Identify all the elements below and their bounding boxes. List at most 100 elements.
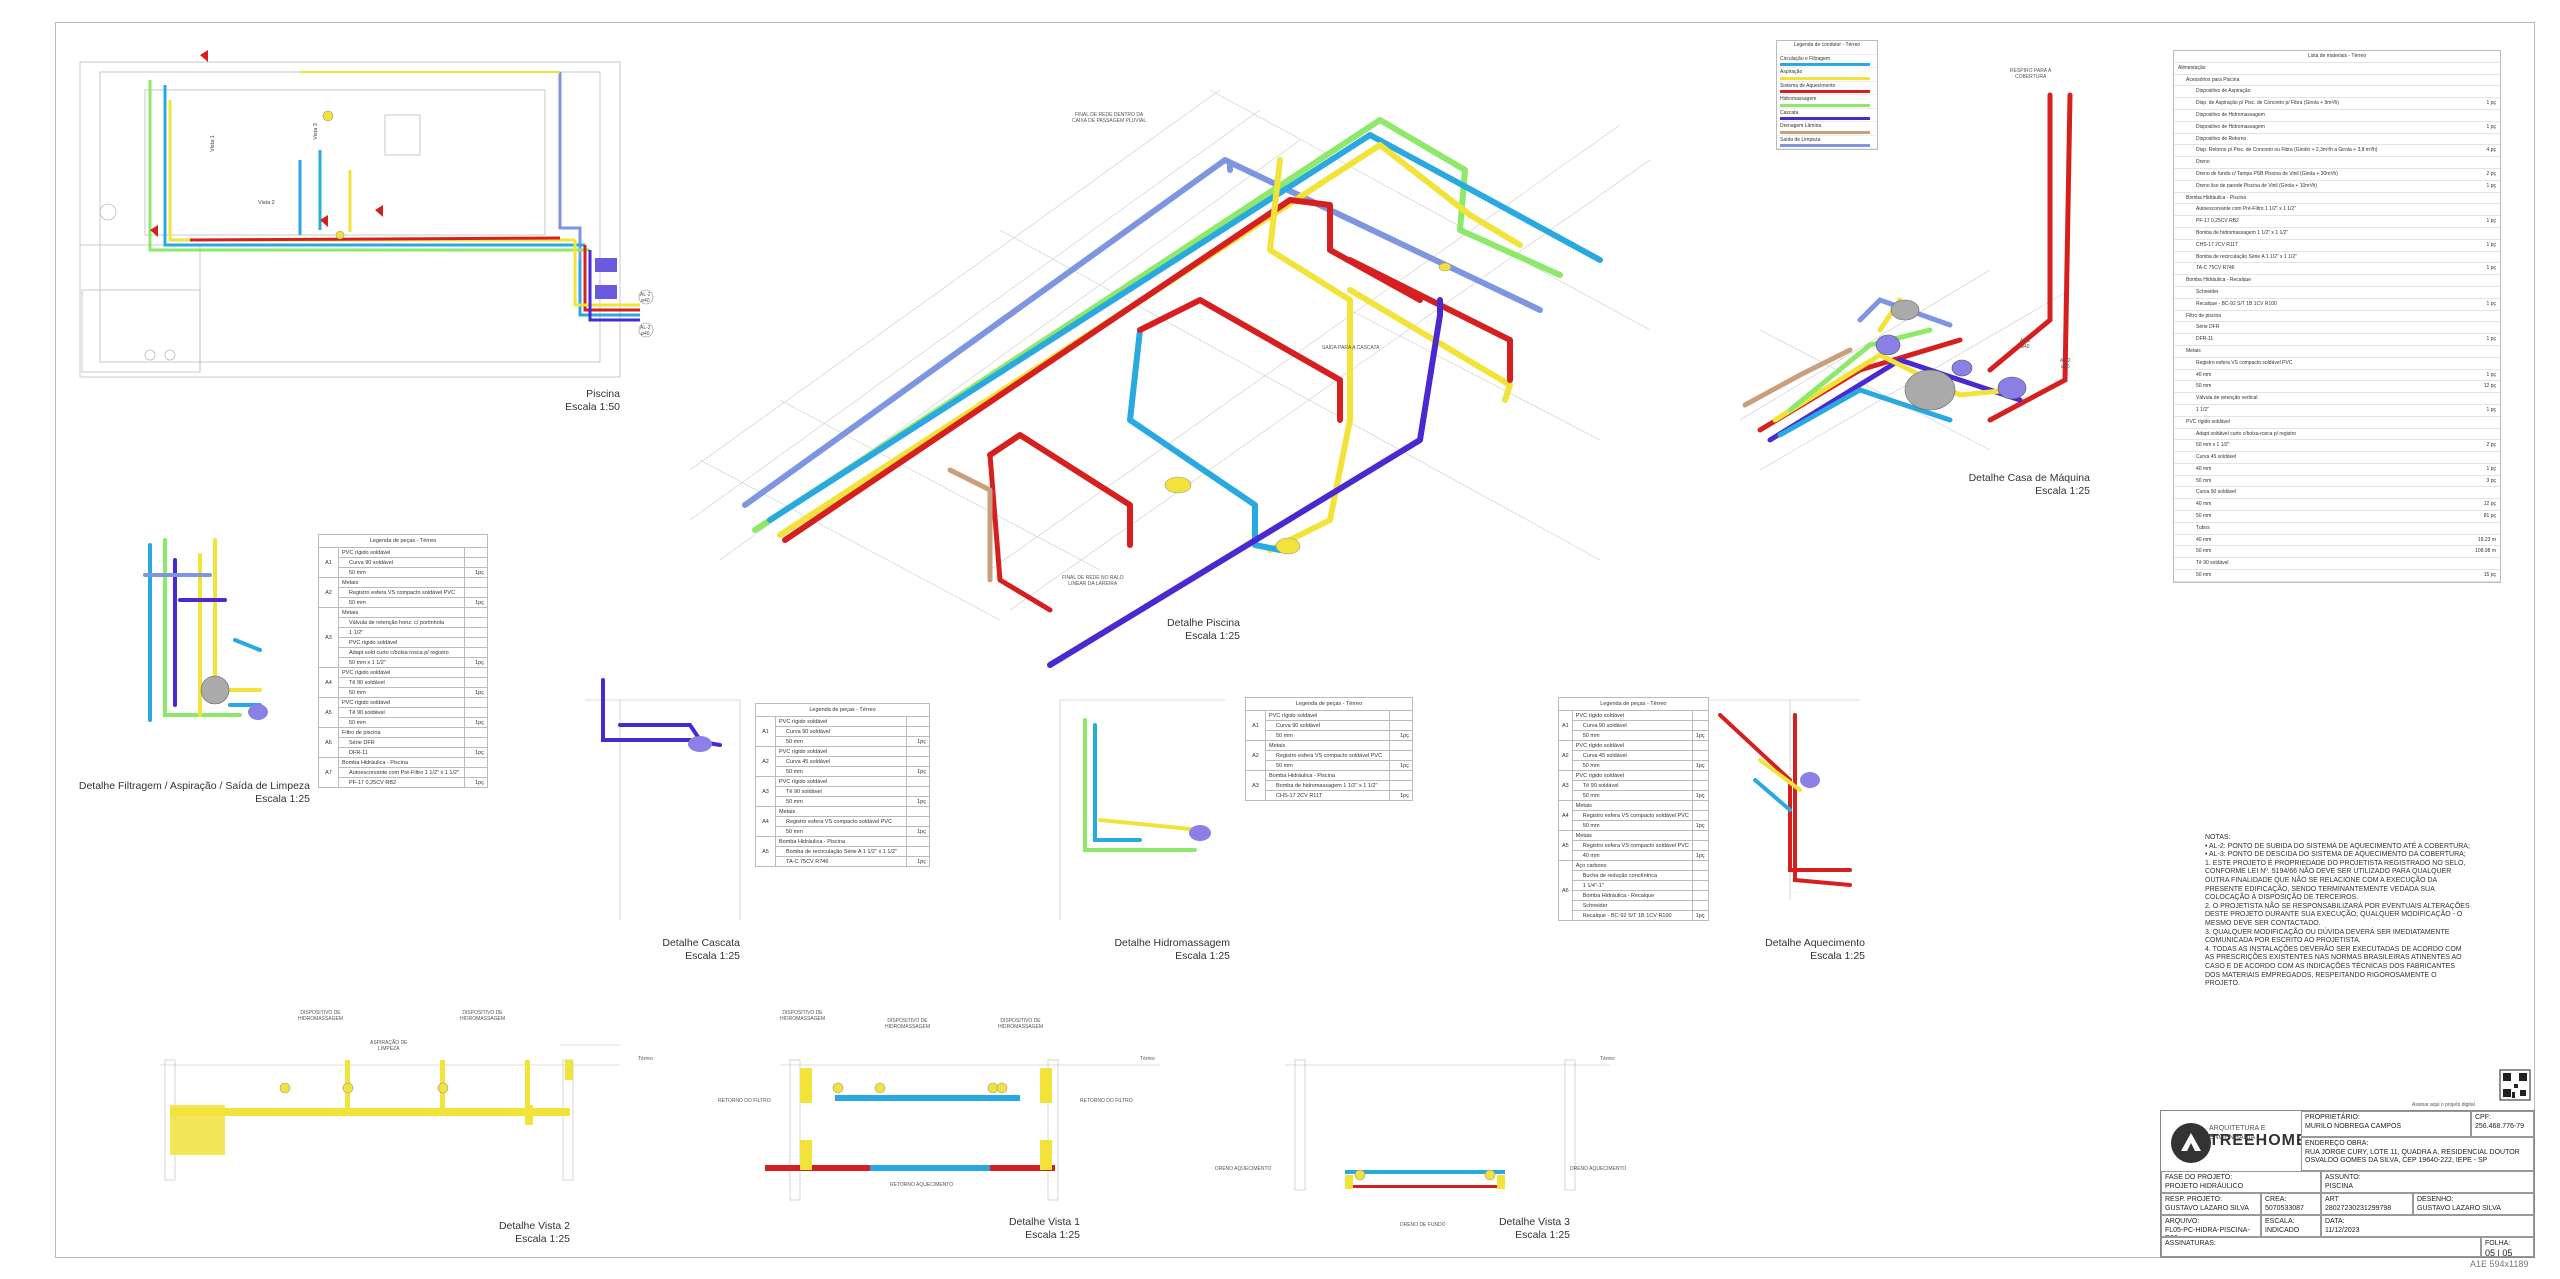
- plan-label-vista-2: Vista 2: [258, 200, 275, 206]
- legend-qty: [464, 557, 488, 568]
- legend-qty: [464, 757, 488, 768]
- owner-cell: PROPRIETÁRIO: MURILO NOBREGA CAMPOS: [2301, 1111, 2471, 1137]
- material-row: Válvula de retenção vertical: [2174, 393, 2500, 405]
- material-row: Curva 45 soldável: [2174, 452, 2500, 464]
- legend-qty: 1pç: [1691, 790, 1709, 801]
- material-row: Série DFR: [2174, 322, 2500, 335]
- legend-desc: TA-C 75CV R746: [775, 856, 907, 867]
- legend-code: A1: [318, 547, 339, 578]
- material-qty: 108.98 m: [2475, 548, 2496, 555]
- material-qty: 18.23 m: [2477, 536, 2496, 543]
- legend-desc: Tê 90 soldável: [775, 786, 907, 797]
- material-desc: 50 mm: [2196, 548, 2212, 555]
- legend-desc: 50 mm: [1571, 760, 1693, 771]
- brand-name: TREEHOME: [2209, 1132, 2301, 1149]
- legend-qty: [1389, 710, 1413, 721]
- material-qty: 1 pç: [2486, 100, 2496, 107]
- legend-row: Tê 90 soldável: [319, 707, 488, 718]
- v1-label-disp-b: DISPOSITIVO DE HIDROMASSAGEM: [885, 1018, 931, 1030]
- legend-desc: Curva 90 soldável: [775, 726, 907, 737]
- material-row: Disp. Retorno p/ Pisc. de Concreto ou Fi…: [2174, 145, 2500, 158]
- legend-row: Curva 90 soldável: [319, 557, 488, 568]
- v3-label-dreno-l: DRENO AQUECIMENTO: [1215, 1166, 1272, 1172]
- legend-qty: 1pç: [1691, 730, 1709, 741]
- legend-qty: 1pç: [906, 826, 930, 837]
- legend-qty: [464, 647, 488, 658]
- conduit-legend-label: Cascata: [1780, 109, 1799, 116]
- legend-qty: 1pç: [464, 597, 488, 608]
- legend-row: Autoescorvante com Pré-Filtro 1 1/2" x 1…: [319, 767, 488, 778]
- material-row: Tubos: [2174, 523, 2500, 535]
- material-row: Autoescorvante com Pré-Filtro 1 1/2" x 1…: [2174, 204, 2500, 217]
- material-desc: Curva 45 soldável: [2196, 454, 2237, 461]
- art-cell: ART 28027230231299798: [2321, 1193, 2413, 1215]
- legend-qty: [464, 547, 488, 558]
- legend-code: A5: [755, 836, 776, 867]
- legend-desc: Curva 45 soldável: [1571, 750, 1693, 761]
- legend-qty: [1691, 860, 1709, 871]
- legend-desc: 50 mm x 1 1/2": [338, 657, 465, 668]
- legend-desc: DFR-11: [338, 747, 465, 758]
- plan-label-vista-1: Vista 1: [209, 135, 216, 152]
- legend-row: Tê 90 soldável: [756, 786, 930, 797]
- material-row: Bomba de hidromassagem 1 1/2" x 1 1/2": [2174, 228, 2500, 240]
- note-line: OUTRA FINALIDADE QUE NÃO SE RELACIONE CO…: [2205, 876, 2438, 884]
- legend-desc: Curva 45 soldável: [775, 756, 907, 767]
- legend-desc: Tê 90 soldável: [338, 707, 465, 718]
- legend-desc: Bucha de redução concêntrica: [1571, 870, 1693, 881]
- v2-label-disp-hidro-b: DISPOSITIVO DE HIDROMASSAGEM: [460, 1010, 506, 1022]
- legend-qty: [1389, 780, 1413, 791]
- legend-code: A6: [318, 727, 339, 758]
- material-qty: 1 pç: [2486, 300, 2496, 307]
- legend-qty: 1pç: [464, 717, 488, 728]
- legend-row: Bucha de redução concêntrica: [1559, 870, 1709, 881]
- material-desc: 50 mm: [2196, 477, 2212, 484]
- legend-qty: [1691, 740, 1709, 751]
- conduit-legend-label: Aspiração: [1780, 69, 1803, 75]
- legend-desc: PVC rígido soldável: [775, 716, 907, 727]
- legend-qty: 1pç: [1691, 850, 1709, 861]
- legend-qty: [906, 846, 930, 857]
- heating-detail: [1700, 699, 1860, 900]
- resp-cell: RESP. PROJETO: GUSTAVO LAZARO SILVA: [2161, 1193, 2261, 1215]
- note-line: 3. QUALQUER MODIFICAÇÃO OU DÚVIDA DEVERÁ…: [2205, 928, 2450, 936]
- section-vista-1: [765, 1059, 1160, 1201]
- legend-row: Bomba Hidráulica - Recalque: [1559, 890, 1709, 901]
- legend-qty: 1pç: [1389, 790, 1413, 801]
- legend-desc: Registro esfera VS compacto soldável PVC: [775, 816, 907, 827]
- legend-qty: [464, 667, 488, 678]
- legend-desc: Bomba Hidráulica - Piscina: [1265, 770, 1390, 781]
- legend-code: A1: [755, 716, 776, 747]
- conduit-legend-item: Saída de Limpeza: [1777, 136, 1877, 149]
- v1-level-terreo: Térreo: [1140, 1056, 1155, 1062]
- legend-qty: [464, 767, 488, 778]
- notes-title: NOTAS:: [2205, 834, 2231, 841]
- legend-qty: [906, 836, 930, 847]
- material-desc: 1 1/2": [2196, 406, 2209, 413]
- iso-label-saida-cascata: SAÍDA PARA A CASCATA: [1322, 345, 1380, 351]
- legend-qty: [906, 716, 930, 727]
- legend-desc: Aço carbono: [1571, 860, 1693, 871]
- legend-code: A4: [755, 806, 776, 837]
- v1-label-retorno-filtro-r: RETORNO DO FILTRO: [1080, 1098, 1133, 1104]
- material-desc: CHS-17 2CV R11T: [2196, 241, 2239, 248]
- legend-qty: [1691, 800, 1709, 811]
